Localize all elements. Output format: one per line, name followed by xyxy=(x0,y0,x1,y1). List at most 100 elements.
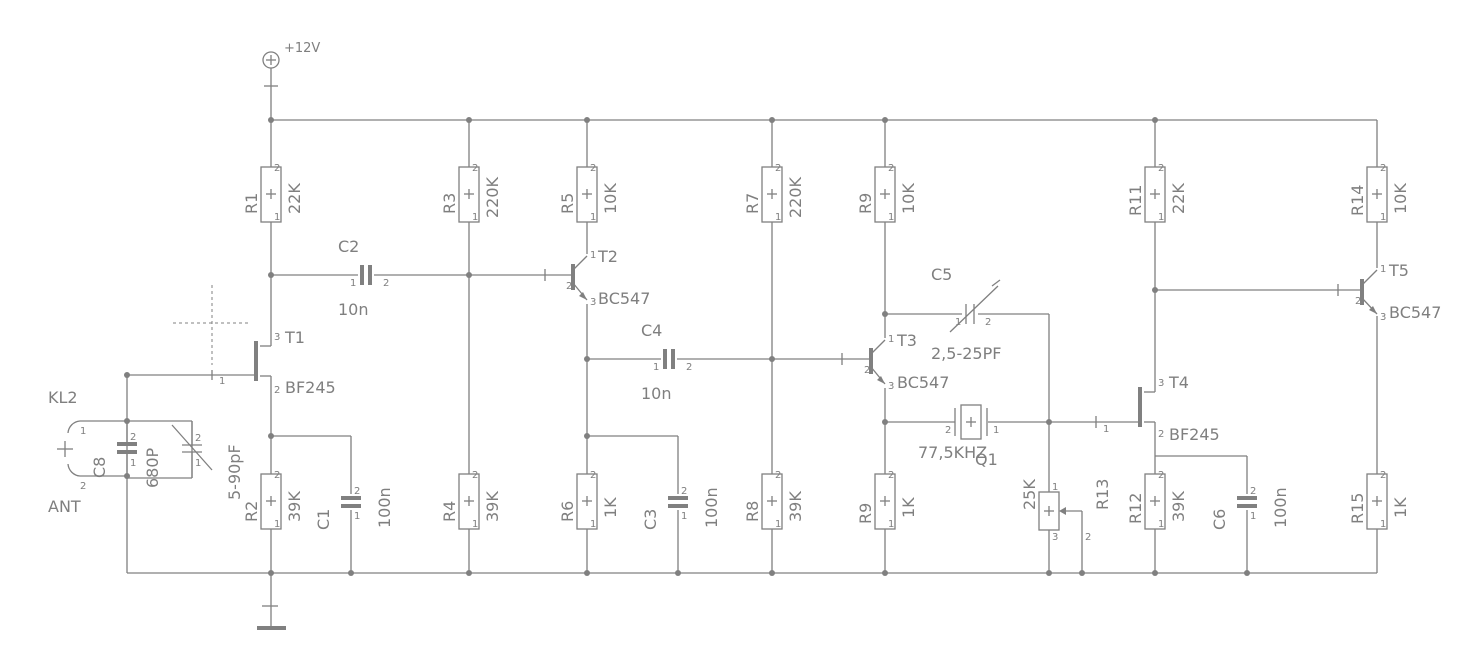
r12-ref: R12 xyxy=(1126,493,1145,524)
c6-ref: C6 xyxy=(1210,509,1229,530)
svg-text:2: 2 xyxy=(888,163,894,174)
svg-text:1: 1 xyxy=(354,511,360,522)
svg-text:2: 2 xyxy=(80,481,86,492)
svg-text:1: 1 xyxy=(1158,519,1164,530)
svg-text:2: 2 xyxy=(1158,163,1164,174)
resistor-r9: 2 1 R9 10K xyxy=(856,163,918,223)
r6-value: 1K xyxy=(601,497,620,518)
r7-value: 220K xyxy=(786,176,805,218)
svg-text:1: 1 xyxy=(1250,511,1256,522)
svg-text:1: 1 xyxy=(590,212,596,223)
t4-type: BF245 xyxy=(1169,425,1220,444)
r9-ref: R9 xyxy=(856,193,875,214)
svg-text:1: 1 xyxy=(472,519,478,530)
crystal-value: 77,5KHZ xyxy=(918,443,987,462)
svg-text:2: 2 xyxy=(1158,429,1164,440)
capacitor-c8: 21 C8 680P xyxy=(90,421,162,488)
supply-symbol: +12V xyxy=(262,41,320,120)
r11-ref: R11 xyxy=(1126,185,1145,216)
r11-value: 22K xyxy=(1169,183,1188,214)
svg-text:2: 2 xyxy=(686,362,692,373)
transistor-t5: 2 1 3 T5 BC547 xyxy=(1332,261,1441,323)
svg-text:1: 1 xyxy=(1380,264,1386,275)
c5-value: 2,5-25PF xyxy=(931,344,1001,363)
r10-value: 1K xyxy=(899,497,918,518)
r2-ref: R2 xyxy=(242,501,261,522)
svg-text:1: 1 xyxy=(590,519,596,530)
r4-ref: R4 xyxy=(440,501,459,522)
svg-text:1: 1 xyxy=(1103,424,1109,435)
r8-value: 39K xyxy=(786,491,805,522)
svg-text:3: 3 xyxy=(1380,312,1386,323)
c4-ref: C4 xyxy=(641,321,662,340)
t1-type: BF245 xyxy=(285,378,336,397)
c5-ref: C5 xyxy=(931,265,952,284)
pot-value: 25K xyxy=(1020,479,1039,510)
transistor-t3: 2 1 3 T3 BC547 xyxy=(841,331,949,392)
transistor-t2: 2 1 3 T2 BC547 xyxy=(544,247,650,308)
svg-text:1: 1 xyxy=(590,250,596,261)
svg-text:1: 1 xyxy=(1380,212,1386,223)
svg-text:1: 1 xyxy=(1052,482,1058,493)
c2-value: 10n xyxy=(338,300,369,319)
svg-text:1: 1 xyxy=(888,212,894,223)
svg-text:2: 2 xyxy=(1158,470,1164,481)
pot-ref: R13 xyxy=(1093,479,1112,510)
svg-text:2: 2 xyxy=(472,163,478,174)
capacitor-c7: 21 5-90pF xyxy=(171,421,244,500)
r12-value: 39K xyxy=(1169,491,1188,522)
capacitor-c3: 21 C3 100n xyxy=(641,486,721,530)
svg-text:2: 2 xyxy=(985,317,991,328)
r9-value: 10K xyxy=(899,183,918,214)
r15-value: 1K xyxy=(1391,497,1410,518)
t3-ref: T3 xyxy=(896,331,917,350)
svg-text:2: 2 xyxy=(888,470,894,481)
resistor-r14: 21 R14 10K xyxy=(1348,163,1410,223)
resistor-r1: 21 R1 22K xyxy=(242,163,304,223)
resistor-r7: 21 R7 220K xyxy=(743,163,805,223)
svg-text:2: 2 xyxy=(1355,296,1361,307)
svg-text:2: 2 xyxy=(274,385,280,396)
t1-ref: T1 xyxy=(284,328,305,347)
svg-text:2: 2 xyxy=(472,470,478,481)
svg-text:2: 2 xyxy=(1380,470,1386,481)
resistor-r5: 21 R5 10K xyxy=(558,163,620,223)
r14-ref: R14 xyxy=(1348,185,1367,216)
c3-value: 100n xyxy=(702,487,721,528)
r5-value: 10K xyxy=(601,183,620,214)
svg-text:1: 1 xyxy=(955,317,961,328)
t2-ref: T2 xyxy=(597,247,618,266)
c8-ref: C8 xyxy=(90,457,109,478)
c1-ref: C1 xyxy=(314,509,333,530)
svg-text:2: 2 xyxy=(864,365,870,376)
t2-type: BC547 xyxy=(598,289,650,308)
resistor-r8: 21 R8 39K xyxy=(743,470,805,530)
crystal-ref: Q1 xyxy=(975,450,998,469)
svg-text:1: 1 xyxy=(219,376,225,387)
r8-ref: R8 xyxy=(743,501,762,522)
svg-text:1: 1 xyxy=(274,212,280,223)
svg-text:1: 1 xyxy=(1380,519,1386,530)
connector-label: ANT xyxy=(48,497,81,516)
svg-text:2: 2 xyxy=(1085,532,1091,543)
svg-text:2: 2 xyxy=(566,281,572,292)
r15-ref: R15 xyxy=(1348,493,1367,524)
r5-ref: R5 xyxy=(558,193,577,214)
c2-ref: C2 xyxy=(338,237,359,256)
svg-text:3: 3 xyxy=(590,297,596,308)
t5-ref: T5 xyxy=(1388,261,1409,280)
c4-value: 10n xyxy=(641,384,672,403)
resistor-r15: 2 1 R15 1K xyxy=(1348,470,1410,530)
svg-text:2: 2 xyxy=(775,163,781,174)
resistor-r3: 21 R3 220K xyxy=(440,163,502,223)
r2-value: 39K xyxy=(285,491,304,522)
svg-text:1: 1 xyxy=(888,519,894,530)
resistor-r10: 21 R9 1K xyxy=(856,470,918,530)
svg-text:1: 1 xyxy=(993,425,999,436)
t5-type: BC547 xyxy=(1389,303,1441,322)
svg-text:2: 2 xyxy=(274,470,280,481)
c1-value: 100n xyxy=(375,487,394,528)
